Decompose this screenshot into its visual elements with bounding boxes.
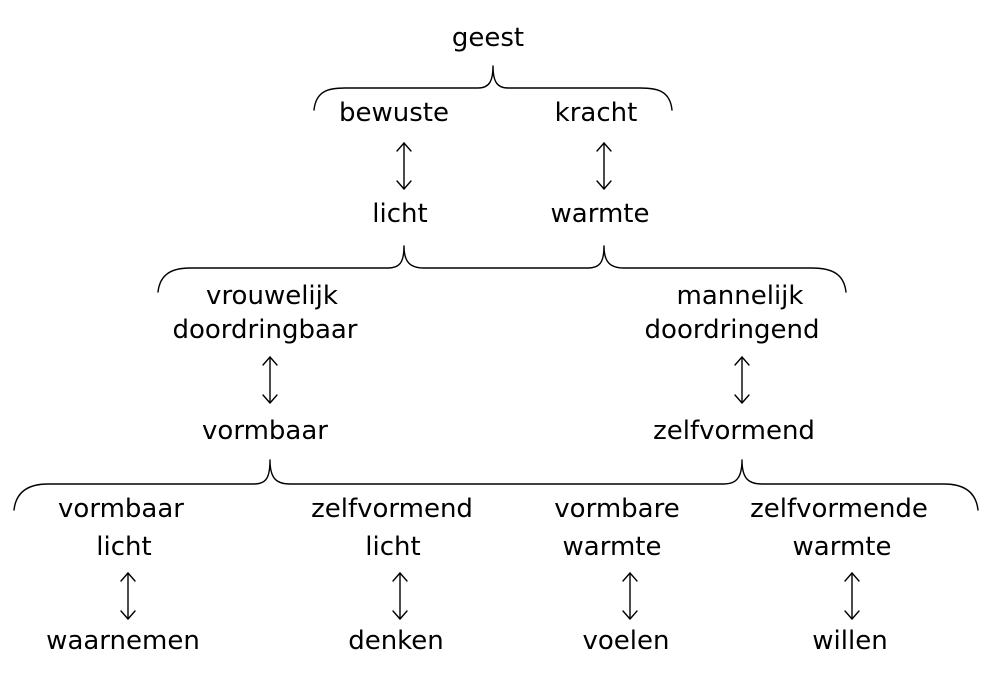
- node-vormbaar: vormbaar: [202, 416, 328, 446]
- node-licht: licht: [372, 199, 428, 229]
- arrow-kracht-warmte: [596, 142, 612, 190]
- node-waarnemen: waarnemen: [46, 626, 200, 656]
- node-zelfvormend-licht-line1: zelfvormend: [311, 494, 473, 524]
- node-vrouwelijk: vrouwelijk: [206, 281, 338, 311]
- node-doordringend: doordringend: [644, 315, 820, 345]
- node-bewuste: bewuste: [339, 98, 449, 128]
- node-warmte: warmte: [550, 199, 650, 229]
- node-kracht: kracht: [554, 98, 638, 128]
- node-denken: denken: [348, 626, 444, 656]
- node-willen: willen: [812, 626, 888, 656]
- node-zelfvormende-warmte-line2: warmte: [792, 532, 892, 562]
- node-zelfvormend: zelfvormend: [653, 416, 815, 446]
- arrow-zelfvormend-licht-denken: [392, 572, 408, 620]
- node-mannelijk: mannelijk: [676, 281, 804, 311]
- node-vormbare-warmte-line2: warmte: [562, 532, 662, 562]
- arrow-vormbare-warmte-voelen: [622, 572, 638, 620]
- node-zelfvormende-warmte-line1: zelfvormende: [750, 494, 928, 524]
- arrow-zelfvormende-warmte-willen: [844, 572, 860, 620]
- node-voelen: voelen: [582, 626, 670, 656]
- brace-geest: [313, 65, 673, 111]
- node-geest: geest: [451, 23, 525, 53]
- arrow-doordringbaar-vormbaar: [262, 356, 278, 404]
- node-vormbaar-licht-line1: vormbaar: [58, 494, 184, 524]
- arrow-doordringend-zelfvormend: [734, 356, 750, 404]
- node-vormbaar-licht-line2: licht: [96, 532, 152, 562]
- brace-licht-warmte: [157, 245, 847, 293]
- arrow-bewuste-licht: [396, 142, 412, 190]
- node-vormbare-warmte-line1: vormbare: [554, 494, 680, 524]
- node-doordringbaar: doordringbaar: [172, 315, 358, 345]
- node-zelfvormend-licht-line2: licht: [365, 532, 421, 562]
- brace-vormbaar-zelfvormend: [13, 459, 979, 511]
- arrow-vormbaar-licht-waarnemen: [120, 572, 136, 620]
